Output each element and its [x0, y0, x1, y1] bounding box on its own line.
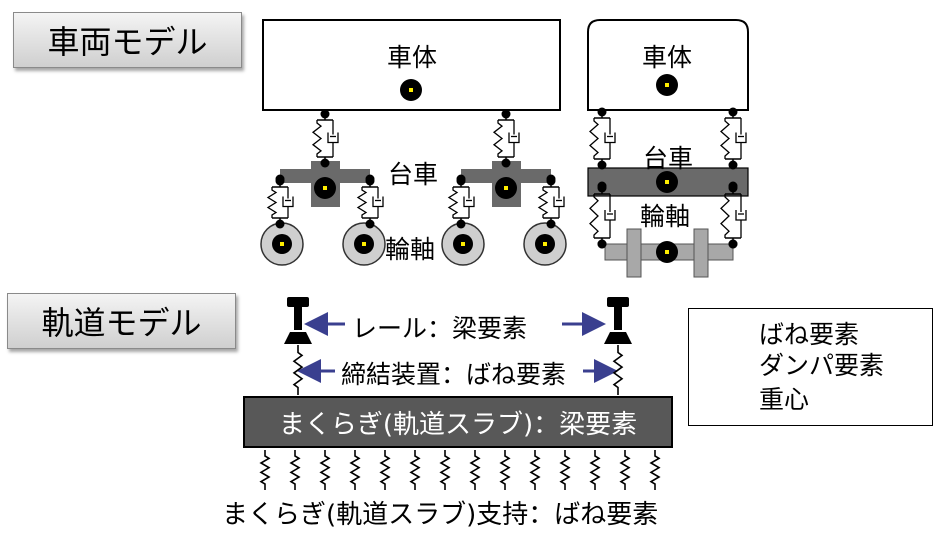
secondary-suspension-right — [492, 109, 520, 168]
suspension-elements — [266, 107, 747, 249]
fastener-spring-left — [292, 345, 304, 395]
support-spring-13 — [619, 450, 631, 490]
rail-left — [284, 297, 312, 344]
support-spring-7 — [439, 450, 451, 490]
primary-suspension-1 — [266, 176, 294, 229]
wheel-2 — [342, 222, 386, 266]
wheelset-front — [597, 228, 738, 278]
legend: ばね要素 ダンパ要素 重心 — [688, 308, 933, 426]
car-body-front — [587, 19, 749, 111]
support-spring-12 — [589, 450, 601, 490]
wheelset-label-side: 輪軸 — [385, 235, 436, 264]
wheel-3 — [441, 222, 485, 266]
vehicle-model-header: 車両モデル — [13, 12, 242, 68]
car-body-label-front: 車体 — [642, 43, 693, 72]
bogie-front — [587, 167, 749, 197]
front-secondary-suspension-right — [720, 107, 747, 170]
car-body-label-side: 車体 — [387, 43, 438, 72]
support-spring-1 — [259, 450, 271, 490]
support-spring-14 — [649, 450, 661, 490]
front-primary-suspension-right — [720, 183, 747, 249]
support-label: まくらぎ(軌道スラブ)支持：ばね要素 — [222, 500, 659, 530]
track-model-title: 軌道モデル — [41, 304, 202, 342]
primary-suspension-2 — [356, 176, 384, 229]
bogie-left — [275, 161, 375, 207]
track-model-header: 軌道モデル — [7, 293, 236, 349]
car-body-cog-side — [400, 79, 422, 101]
support-spring-9 — [499, 450, 511, 490]
fastener-label: 締結装置：ばね要素 — [341, 360, 567, 389]
sleeper-beam: まくらぎ(軌道スラブ)：梁要素 — [243, 396, 673, 448]
support-spring-10 — [529, 450, 541, 490]
wheel-4 — [523, 222, 567, 266]
bogie-label-front: 台車 — [643, 144, 694, 173]
wheel-1 — [260, 222, 304, 266]
support-spring-2 — [289, 450, 301, 490]
rail-right — [604, 297, 632, 344]
fastener-spring-right — [612, 345, 624, 395]
vehicle-model-title: 車両モデル — [47, 23, 208, 61]
bogie-right — [456, 161, 556, 207]
secondary-suspension-left — [311, 109, 339, 168]
front-secondary-suspension-left — [589, 107, 616, 170]
spring-elements — [259, 345, 661, 490]
support-spring-11 — [559, 450, 571, 490]
support-spring-5 — [379, 450, 391, 490]
support-spring-4 — [349, 450, 361, 490]
bogie-label-side: 台車 — [388, 160, 439, 189]
support-spring-6 — [409, 450, 421, 490]
front-primary-suspension-left — [589, 183, 616, 249]
legend-spring-label: ばね要素 — [759, 320, 860, 349]
rail-label: レール：梁要素 — [352, 314, 528, 343]
wheelset-label-front: 輪軸 — [640, 202, 691, 231]
primary-suspension-3 — [447, 176, 475, 229]
primary-suspension-4 — [537, 176, 565, 229]
legend-cog-label: 重心 — [759, 385, 810, 414]
sleeper-label: まくらぎ(軌道スラブ)：梁要素 — [278, 409, 638, 440]
car-body-cog-front — [656, 74, 678, 96]
support-spring-3 — [319, 450, 331, 490]
legend-damper-label: ダンパ要素 — [759, 351, 885, 380]
support-spring-8 — [469, 450, 481, 490]
